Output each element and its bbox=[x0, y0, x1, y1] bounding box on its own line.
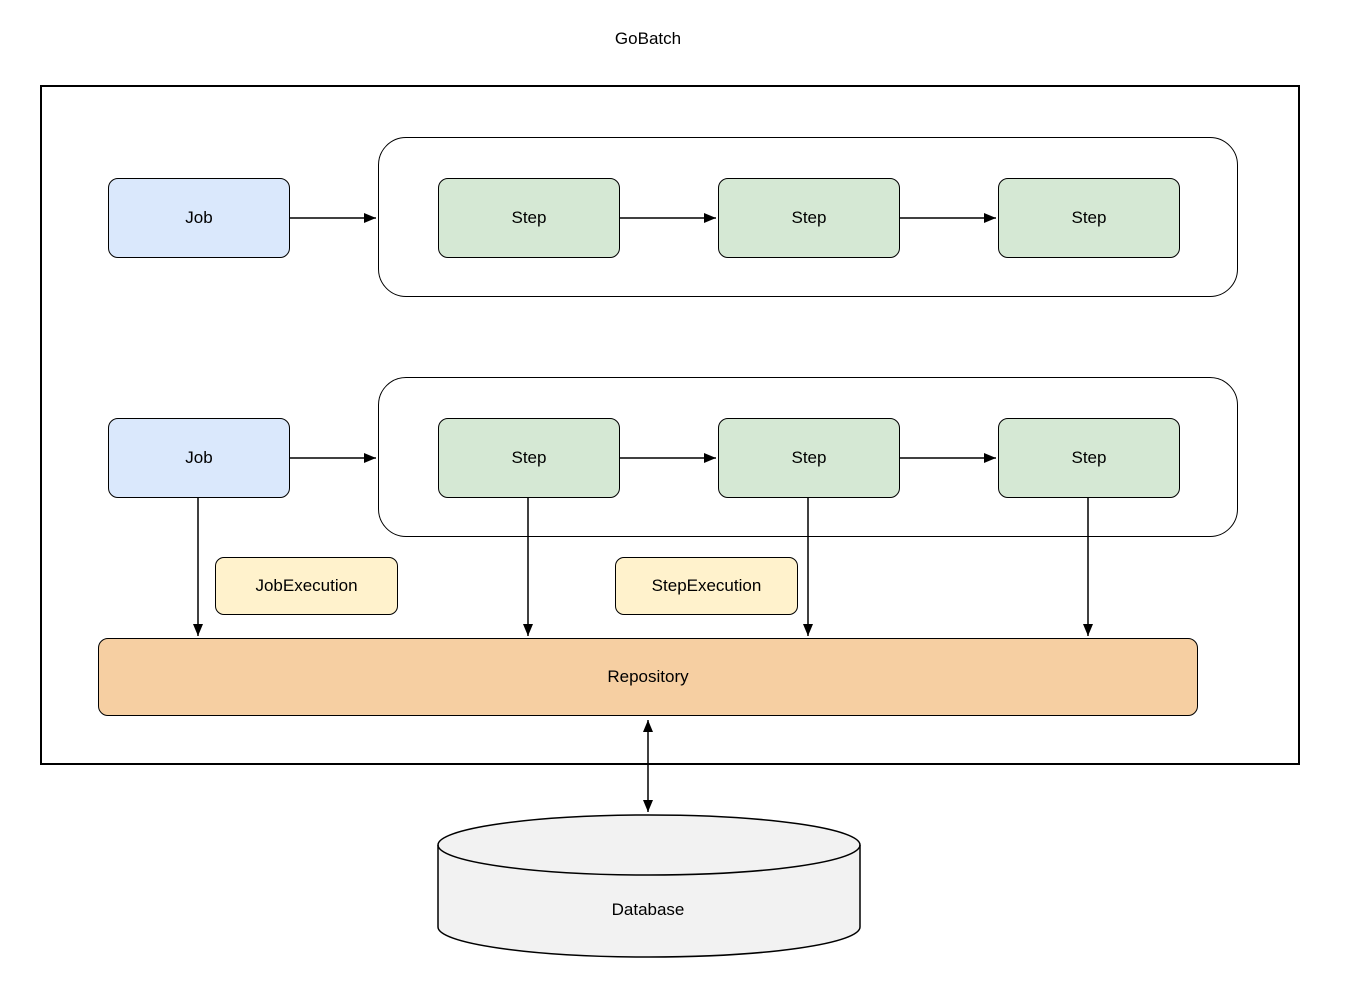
step-node-row1-1: Step bbox=[438, 178, 620, 258]
step-execution-label: StepExecution bbox=[651, 576, 762, 595]
job-node-row2: Job bbox=[108, 418, 290, 498]
step-node-row1-3: Step bbox=[998, 178, 1180, 258]
job-label: Job bbox=[185, 208, 213, 227]
step-label: Step bbox=[791, 448, 827, 467]
step-label: Step bbox=[1071, 208, 1107, 227]
job-execution-node: JobExecution bbox=[215, 557, 398, 615]
job-execution-label: JobExecution bbox=[255, 576, 358, 595]
step-node-row2-2: Step bbox=[718, 418, 900, 498]
job-label: Job bbox=[185, 448, 213, 467]
repository-node: Repository bbox=[98, 638, 1198, 716]
step-execution-node: StepExecution bbox=[615, 557, 798, 615]
database-cylinder-shape bbox=[437, 814, 861, 958]
diagram-title: GoBatch bbox=[614, 29, 682, 48]
step-label: Step bbox=[791, 208, 827, 227]
step-node-row2-1: Step bbox=[438, 418, 620, 498]
step-label: Step bbox=[1071, 448, 1107, 467]
repository-label: Repository bbox=[607, 667, 689, 686]
step-node-row1-2: Step bbox=[718, 178, 900, 258]
step-node-row2-3: Step bbox=[998, 418, 1180, 498]
database-label: Database bbox=[611, 900, 685, 919]
gobatch-boundary bbox=[40, 85, 1300, 765]
step-label: Step bbox=[511, 448, 547, 467]
step-label: Step bbox=[511, 208, 547, 227]
job-node-row1: Job bbox=[108, 178, 290, 258]
